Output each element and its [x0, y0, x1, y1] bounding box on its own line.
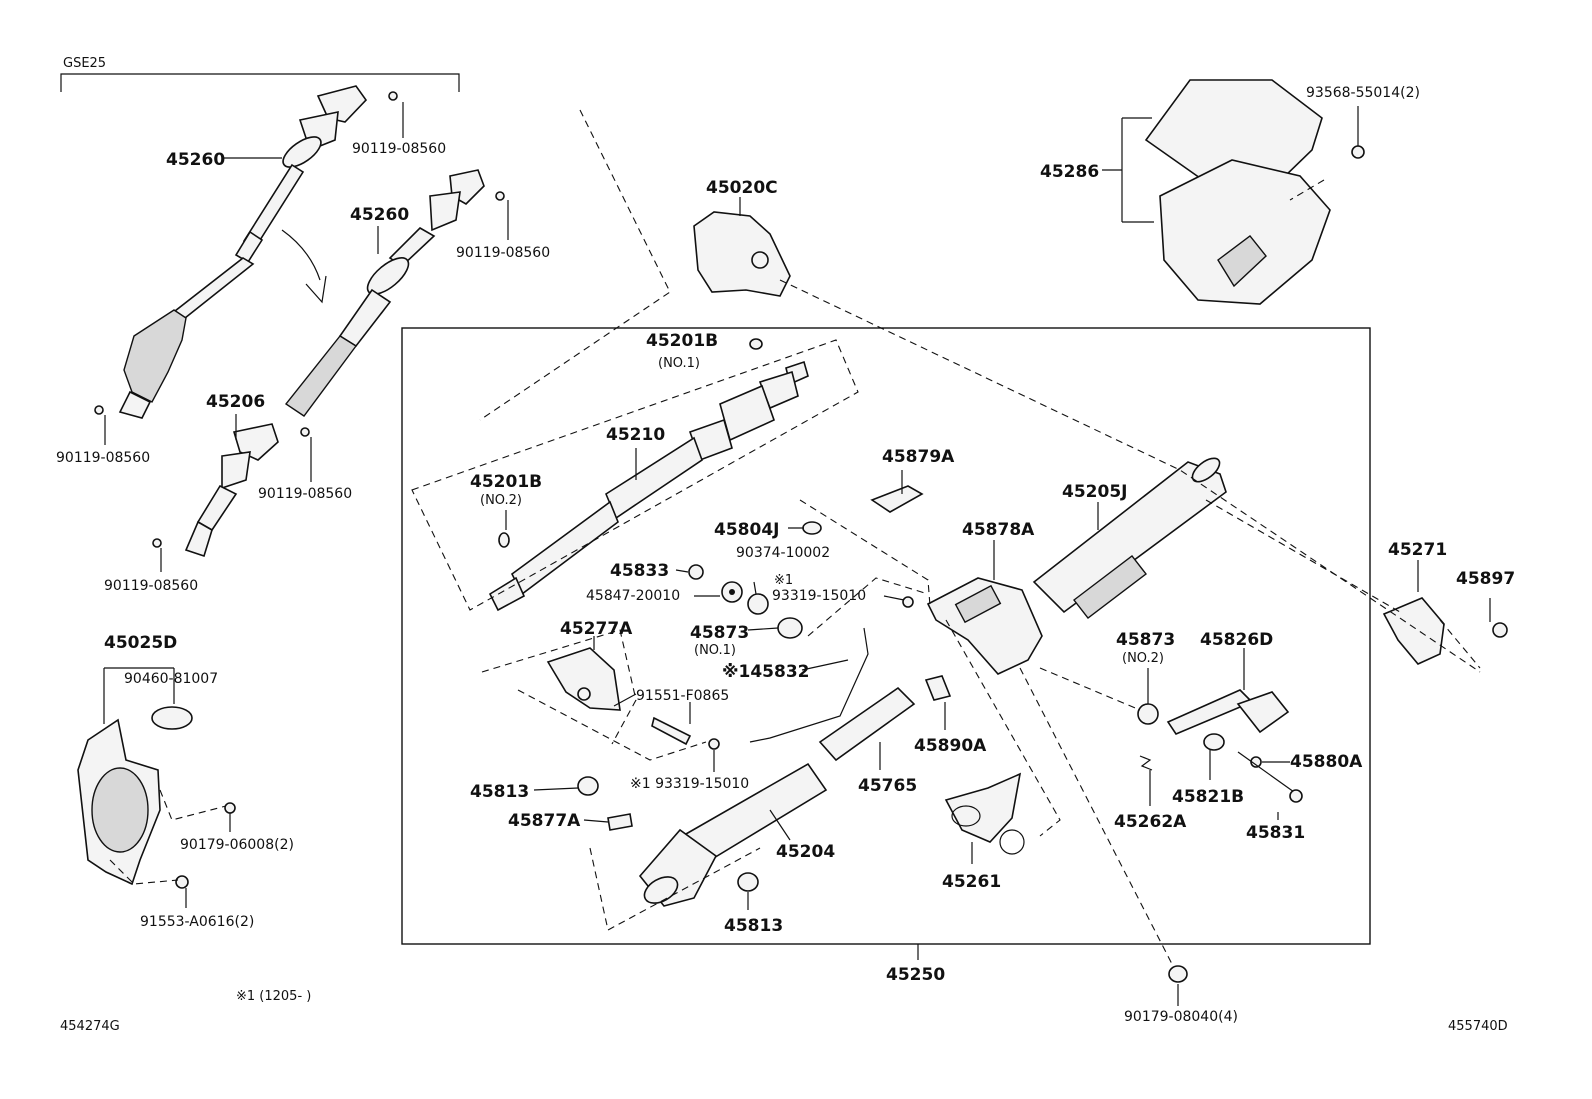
intermediate-shaft-middle	[284, 169, 485, 417]
label-note1-a: ※1	[774, 573, 793, 588]
intermediate-shaft-left	[118, 85, 368, 419]
label-45880a: 45880A	[1290, 752, 1363, 772]
label-45878a: 45878A	[962, 520, 1035, 540]
tube-45205j	[1032, 457, 1227, 619]
label-45813-a: 45813	[470, 782, 529, 802]
label-45025d: 45025D	[104, 633, 177, 653]
label-90119-c: 90119-08560	[56, 450, 150, 466]
label-45873-no2: 45873	[1116, 630, 1175, 650]
label-45873-no1-sub: (NO.1)	[694, 643, 736, 658]
label-45765: 45765	[858, 776, 917, 796]
label-45286: 45286	[1040, 162, 1099, 182]
label-90119-e: 90119-08560	[104, 578, 198, 594]
sleeve-45765	[818, 686, 916, 762]
main-shaft-45210	[488, 360, 809, 612]
diagram-code-left: 454274G	[60, 1019, 120, 1034]
replacement-arrow-icon	[281, 229, 327, 304]
gse25-label: GSE25	[63, 56, 106, 71]
label-93319-b: ※1 93319-15010	[630, 776, 749, 792]
label-45205j: 45205J	[1062, 482, 1127, 502]
bushing-45813	[577, 776, 759, 892]
label-45877a: 45877A	[508, 811, 581, 831]
bolt-91551	[651, 716, 692, 746]
label-45873-no2-sub: (NO.2)	[1122, 651, 1164, 666]
assembly-45250-box	[401, 327, 1371, 945]
label-45277a: 45277A	[560, 619, 633, 639]
diagram-code-right: 455740D	[1448, 1019, 1508, 1034]
label-45813-b: 45813	[724, 916, 783, 936]
label-45821b: 45821B	[1172, 787, 1244, 807]
label-45831: 45831	[1246, 823, 1305, 843]
column-tube-45204	[638, 762, 828, 907]
plate-45879a	[870, 485, 924, 513]
label-90179-06008: 90179-06008(2)	[180, 837, 294, 853]
label-45260-a: 45260	[166, 150, 225, 170]
label-90374: 90374-10002	[736, 545, 830, 561]
label-91551: 91551-F0865	[636, 688, 729, 704]
label-93568: 93568-55014(2)	[1306, 85, 1420, 101]
bracket-45277a	[546, 647, 621, 711]
label-45201b-no2: 45201B	[470, 472, 542, 492]
label-45204: 45204	[776, 842, 835, 862]
bracket-45271	[1382, 597, 1508, 665]
label-45201b-no1: 45201B	[646, 331, 718, 351]
label-45271: 45271	[1388, 540, 1447, 560]
label-45201b-no1-sub: (NO.1)	[658, 356, 700, 371]
label-45201b-no2-sub: (NO.2)	[480, 493, 522, 508]
label-90119-d: 90119-08560	[258, 486, 352, 502]
hole-cover-45025d	[77, 706, 236, 889]
bolt-90119-icon	[94, 91, 505, 548]
pin-45877a	[607, 813, 633, 831]
label-45847: 45847-20010	[586, 588, 680, 604]
collar-45890a	[924, 675, 952, 701]
label-45826d: 45826D	[1200, 630, 1273, 650]
gse25-bracket: GSE25	[60, 56, 460, 92]
label-45020c: 45020C	[706, 178, 778, 198]
label-45260-b: 45260	[350, 205, 409, 225]
label-90119-b: 90119-08560	[456, 245, 550, 261]
label-91553: 91553-A0616(2)	[140, 914, 254, 930]
label-45804j: 45804J	[714, 520, 779, 540]
footnote: ※1 (1205- )	[236, 989, 311, 1004]
label-45261: 45261	[942, 872, 1001, 892]
lever-assembly	[1137, 689, 1303, 803]
label-90460: 90460-81007	[124, 671, 218, 687]
nut-90179-08040	[1168, 965, 1188, 983]
labels: 45260 45260 45206 90119-08560 90119-0856…	[56, 85, 1515, 1034]
label-45879a: 45879A	[882, 447, 955, 467]
label-45833: 45833	[610, 561, 669, 581]
bracket-45878a	[926, 577, 1043, 675]
label-90179-08040: 90179-08040(4)	[1124, 1009, 1238, 1025]
column-cover-45286	[1144, 79, 1365, 305]
label-90119-a: 90119-08560	[352, 141, 446, 157]
label-45832: ※145832	[722, 662, 810, 682]
cable-45832	[749, 627, 869, 743]
bracket-45020c	[693, 211, 791, 297]
label-45250: 45250	[886, 965, 945, 985]
label-45206: 45206	[206, 392, 265, 412]
spring-45261	[944, 772, 1025, 855]
label-45890a: 45890A	[914, 736, 987, 756]
yoke-45206	[184, 423, 279, 558]
label-45873-no1: 45873	[690, 623, 749, 643]
label-45897: 45897	[1456, 569, 1515, 589]
label-45210: 45210	[606, 425, 665, 445]
label-93319-a: 93319-15010	[772, 588, 866, 604]
small-parts-cluster	[688, 521, 914, 639]
label-45262a: 45262A	[1114, 812, 1187, 832]
